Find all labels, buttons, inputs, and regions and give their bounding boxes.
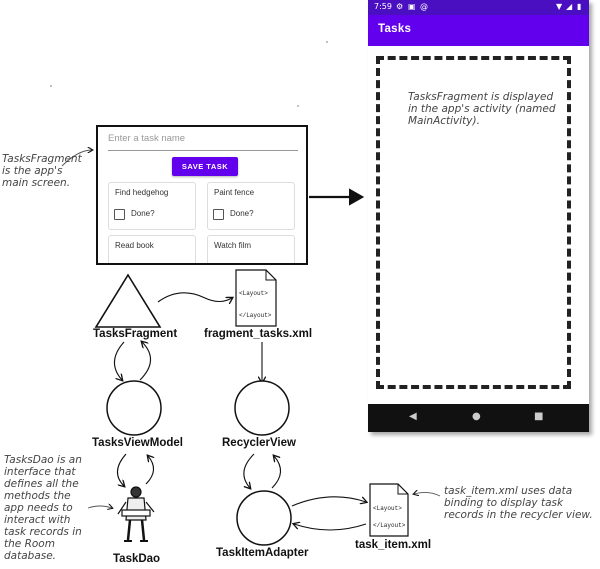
recyclerview-circle: [234, 380, 290, 436]
phone-screen: TasksFragment is displayed in the app's …: [368, 46, 589, 404]
done-checkbox[interactable]: [114, 209, 125, 220]
fragment-tasks-xml-doc: [235, 269, 277, 327]
fragment-tasks-xml-label: fragment_tasks.xml: [204, 328, 313, 340]
fragment-to-layout-arrow: [157, 292, 232, 302]
wifi-icon: ▼: [556, 2, 563, 11]
done-label: Done?: [131, 209, 155, 218]
app-title: Tasks: [378, 23, 412, 35]
home-icon[interactable]: ●: [472, 411, 481, 422]
task-name-input[interactable]: Enter a task name: [108, 133, 298, 151]
back-icon[interactable]: ◀: [409, 411, 417, 422]
task-dao-person-figure: [117, 486, 155, 542]
tasks-fragment-mock: Enter a task name SAVE TASK Find hedgeho…: [96, 125, 308, 265]
task-item-xml-label: task_item.xml: [355, 539, 432, 551]
done-checkbox[interactable]: [213, 209, 224, 220]
item-to-adapter-arrow: [294, 524, 367, 531]
gear-icon: ⚙: [396, 2, 404, 11]
status-bar: 7:59 ⚙ ▣ @ ▼ ◢ ▮: [368, 0, 589, 15]
save-task-button[interactable]: SAVE TASK: [172, 157, 238, 176]
task-name: Find hedgehog: [115, 188, 169, 197]
recents-icon[interactable]: ■: [534, 411, 544, 422]
task-card: Find hedgehog Done?: [108, 182, 196, 230]
task-item-xml-close-tag: </Layout>: [373, 522, 406, 529]
fragment-tasks-xml-open-tag: <Layout>: [239, 290, 268, 297]
fragment-viewmodel-loop-b: [139, 342, 152, 381]
adapter-to-item-arrow: [291, 496, 366, 507]
phone-note: TasksFragment is displayed in the app's …: [408, 91, 556, 127]
battery-icon: ▮: [577, 2, 582, 11]
fragment-note: TasksFragment is the app's main screen.: [2, 153, 82, 189]
fragment-container-outline: [376, 56, 571, 389]
task-name: Paint fence: [214, 188, 255, 197]
tasks-viewmodel-circle: [106, 380, 162, 436]
dao-note: TasksDao is an interface that defines al…: [4, 454, 82, 562]
signal-icon: ◢: [566, 2, 573, 11]
fragment-tasks-xml-close-tag: </Layout>: [239, 312, 272, 319]
task-card: Paint fence Done?: [207, 182, 295, 230]
fragment-viewmodel-loop-a: [113, 341, 125, 380]
recycler-adapter-loop-a: [243, 453, 255, 488]
task-item-xml-doc: [369, 483, 409, 537]
nav-bar: ◀ ● ■: [368, 404, 589, 432]
task-item-adapter-circle: [236, 490, 292, 546]
tasks-fragment-triangle: [94, 273, 162, 328]
at-icon: @: [420, 2, 428, 11]
viewmodel-dao-loop-a: [116, 453, 127, 486]
recyclerview-label: RecyclerView: [222, 437, 296, 449]
task-name: Watch film: [214, 241, 252, 250]
task-item-adapter-label: TaskItemAdapter: [216, 547, 309, 559]
phone-mockup: 7:59 ⚙ ▣ @ ▼ ◢ ▮ Tasks TasksFragment is …: [368, 0, 589, 432]
tasks-fragment-label: TasksFragment: [93, 328, 178, 340]
app-bar: Tasks: [368, 15, 589, 46]
task-item-note: task_item.xml uses data binding to displ…: [444, 485, 593, 521]
status-time: 7:59: [374, 2, 392, 11]
viewmodel-dao-loop-b: [145, 456, 154, 485]
tasks-viewmodel-label: TasksViewModel: [92, 437, 183, 449]
task-item-note-pointer: [414, 492, 441, 497]
task-card: Watch film: [207, 235, 295, 263]
lock-icon: ▣: [408, 2, 416, 11]
task-card: Read book: [108, 235, 196, 263]
task-item-xml-open-tag: <Layout>: [373, 505, 402, 512]
task-dao-label: TaskDao: [113, 553, 161, 565]
done-label: Done?: [230, 209, 254, 218]
task-name: Read book: [115, 241, 154, 250]
fragment-note-pointer: [61, 150, 92, 167]
recycler-adapter-loop-b: [271, 456, 282, 489]
dao-note-pointer: [87, 506, 112, 508]
